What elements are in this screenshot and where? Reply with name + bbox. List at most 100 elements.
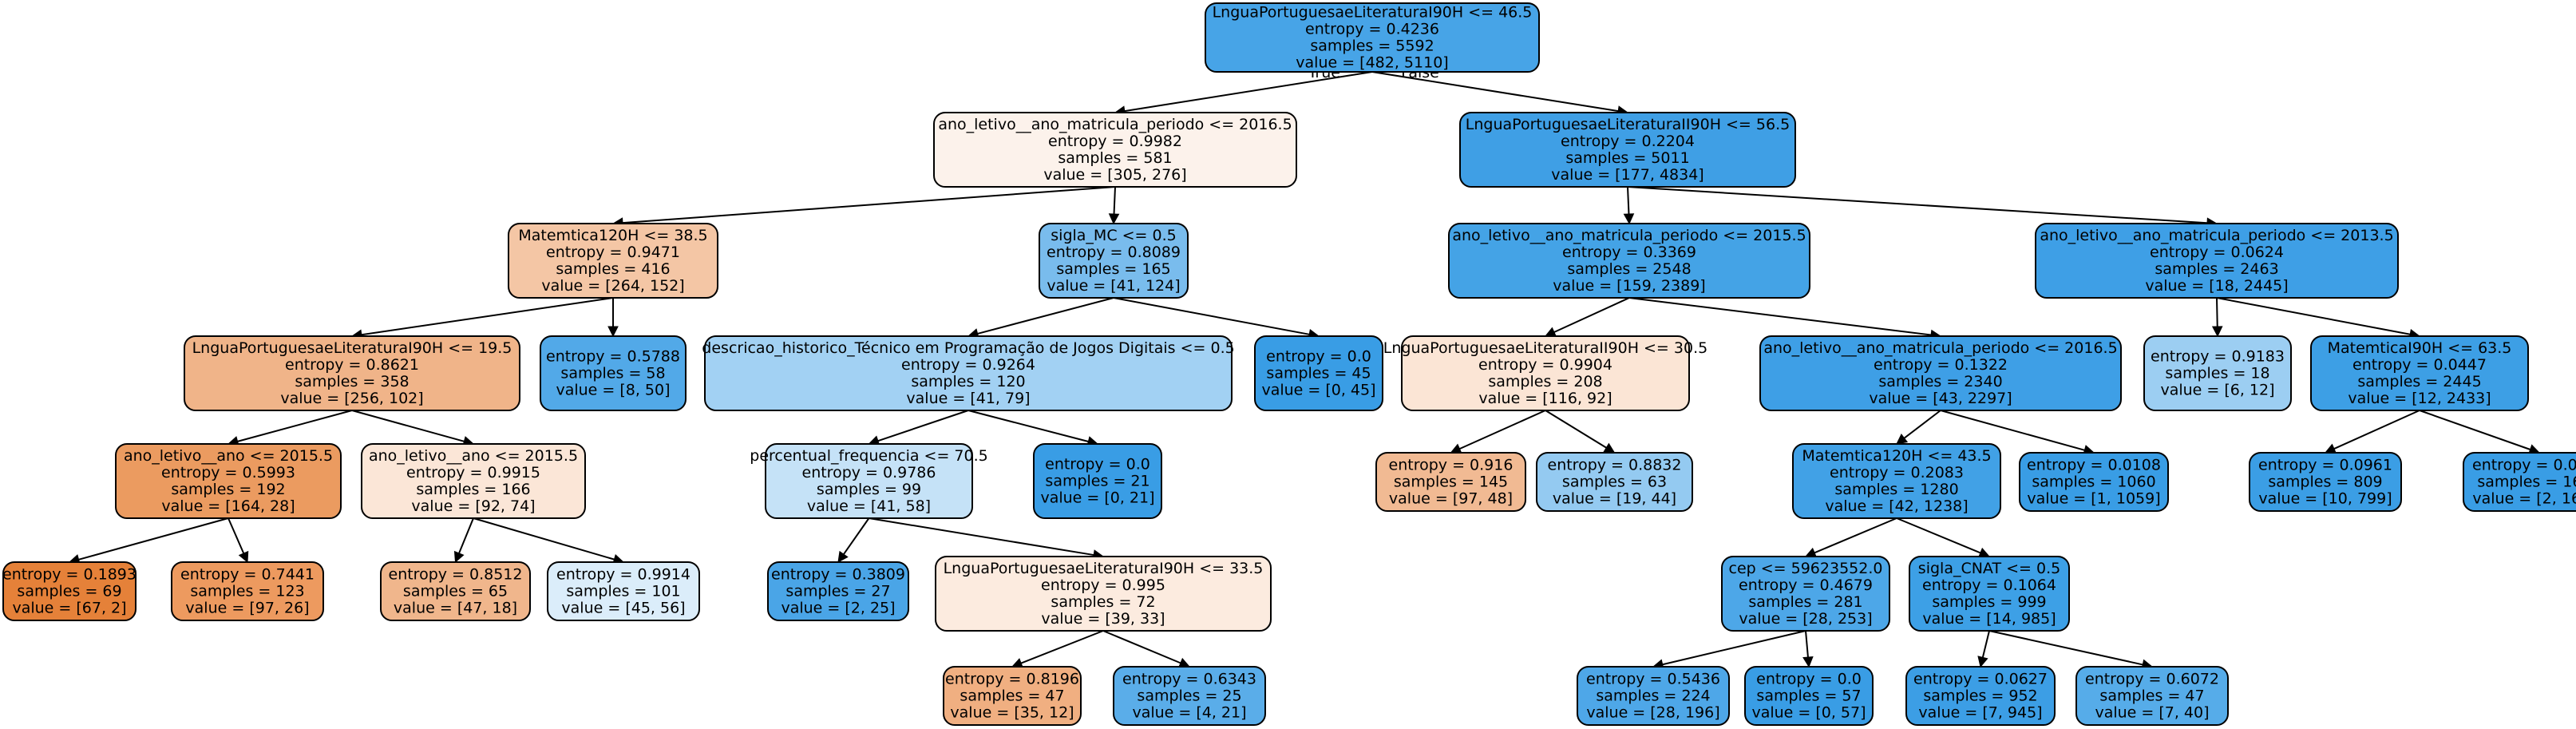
edge-arrowhead [1108,213,1120,225]
tree-node-text-line: entropy = 0.0627 [1913,671,2048,688]
tree-node-text-line: ano_letivo__ano_matricula_periodo <= 201… [1763,339,2117,357]
tree-edge-n17-n29 [837,517,870,563]
edge-line [967,410,1089,442]
tree-node-text-line: entropy = 0.9786 [802,464,936,481]
tree-node-text-line: entropy = 0.0136 [2472,457,2576,474]
tree-node-text-line: value = [0, 21] [1040,489,1154,507]
edge-line [1113,186,1116,215]
tree-node-text-line: value = [12, 2433] [2348,390,2491,407]
tree-node-text-line: samples = 72 [1051,593,1155,611]
tree-node-text-line: value = [4, 21] [1132,704,1246,722]
edge-arrowhead [1896,434,1909,445]
tree-node-text-line: samples = 1636 [2477,473,2576,491]
tree-edge-n12-n21 [1896,410,1941,445]
tree-node-text-line: entropy = 0.2204 [1561,133,1695,150]
tree-edge-n6-n13 [2211,297,2223,338]
tree-node-text-line: samples = 165 [1056,260,1170,278]
edge-line [1371,71,1619,113]
tree-node-box [1459,112,1796,188]
tree-node-text-line: value = [67, 2] [12,600,126,617]
tree-node-text-line: samples = 2463 [2155,260,2278,278]
tree-node-text-line: samples = 281 [1748,593,1862,611]
tree-node-box [2310,335,2529,411]
tree-node-text-line: ano_letivo__ano <= 2015.5 [124,447,333,465]
edge-line [1805,630,1809,658]
tree-node-text-line: samples = 57 [1756,687,1861,705]
tree-node-text-line: entropy = 0.6343 [1122,671,1256,688]
edge-line [1545,410,1607,449]
tree-node-box [547,561,700,621]
tree-node-text-line: entropy = 0.3809 [771,566,905,584]
edge-arrowhead [837,550,849,563]
tree-node-text-line: entropy = 0.8621 [285,356,419,374]
tree-edge-n3-n7 [350,297,614,340]
edge-arrowhead [2211,326,2223,338]
tree-node-text-line: samples = 2340 [1878,373,2002,390]
tree-node-n30: LnguaPortuguesaeLiteraturaI90H <= 33.5en… [935,556,1272,632]
tree-node-text-line: samples = 166 [416,481,530,498]
tree-node-text-line: entropy = 0.0624 [2150,244,2284,261]
tree-edge-n9-n18 [967,410,1099,447]
tree-node-text-line: entropy = 0.9264 [901,356,1035,374]
tree-edge-n7-n15 [227,410,353,447]
tree-node-text-line: value = [45, 56] [561,600,685,617]
tree-node-text-line: samples = 192 [171,481,285,498]
tree-node-box [933,112,1297,188]
tree-node-text-line: value = [19, 44] [1553,490,1676,508]
edge-line [843,517,870,555]
edge-line [237,410,353,442]
tree-node-text-line: samples = 25 [1137,687,1241,705]
edge-line [2216,297,2411,335]
tree-node-text-line: value = [256, 102] [280,390,423,407]
tree-edge-n14-n24 [2419,410,2541,455]
tree-node-text-line: samples = 18 [2165,365,2269,382]
tree-node-n11: LnguaPortuguesaeLiteraturaII90H <= 30.5e… [1383,335,1707,411]
tree-node-text-line: entropy = 0.6072 [2085,671,2219,688]
tree-node-box [943,666,1082,726]
tree-node-text-line: ano_letivo__ano <= 2015.5 [369,447,578,465]
tree-edge-n21-n32 [1896,517,1991,558]
tree-node-text-line: samples = 27 [785,583,890,600]
tree-node-text-line: LnguaPortuguesaeLiteraturaI90H <= 33.5 [944,560,1264,577]
tree-node-text-line: entropy = 0.9183 [2151,348,2285,366]
tree-node-text-line: cep <= 59623552.0 [1729,560,1883,577]
tree-node-n0: LnguaPortuguesaeLiteraturaI90H <= 46.5en… [1205,2,1540,73]
tree-node-box [171,561,324,621]
tree-node-n9: descricao_historico_Técnico em Programaç… [702,335,1235,411]
tree-node-box [1254,335,1383,411]
edge-line [1814,517,1897,554]
tree-node-box [1909,556,2070,632]
tree-edge-n4-n10 [1113,297,1320,340]
tree-node-text-line: LnguaPortuguesaeLiteraturaII90H <= 30.5 [1383,339,1707,357]
tree-node-text-line: entropy = 0.0 [1756,671,1862,688]
tree-node-text-line: value = [305, 276] [1043,166,1186,184]
tree-edge-n7-n16 [351,410,475,447]
tree-node-box [540,335,687,411]
tree-node-text-line: Matemtica120H <= 38.5 [518,227,707,244]
tree-node-box [1401,335,1690,411]
edge-arrowhead [1603,442,1616,454]
tree-node-text-line: samples = 952 [1923,687,2037,705]
tree-node-box [380,561,531,621]
tree-node-box [1759,335,2122,411]
tree-node-text-line: entropy = 0.0447 [2352,356,2487,374]
tree-node-n7: LnguaPortuguesaeLiteraturaI90H <= 19.5en… [184,335,520,411]
tree-edge-n17-n30 [869,517,1105,561]
edge-line [2216,297,2218,327]
tree-node-text-line: value = [7, 40] [2095,704,2209,722]
tree-node-text-line: samples = 45 [1266,365,1371,382]
tree-edge-n30-n33 [1011,630,1104,668]
tree-node-box [2035,223,2399,299]
